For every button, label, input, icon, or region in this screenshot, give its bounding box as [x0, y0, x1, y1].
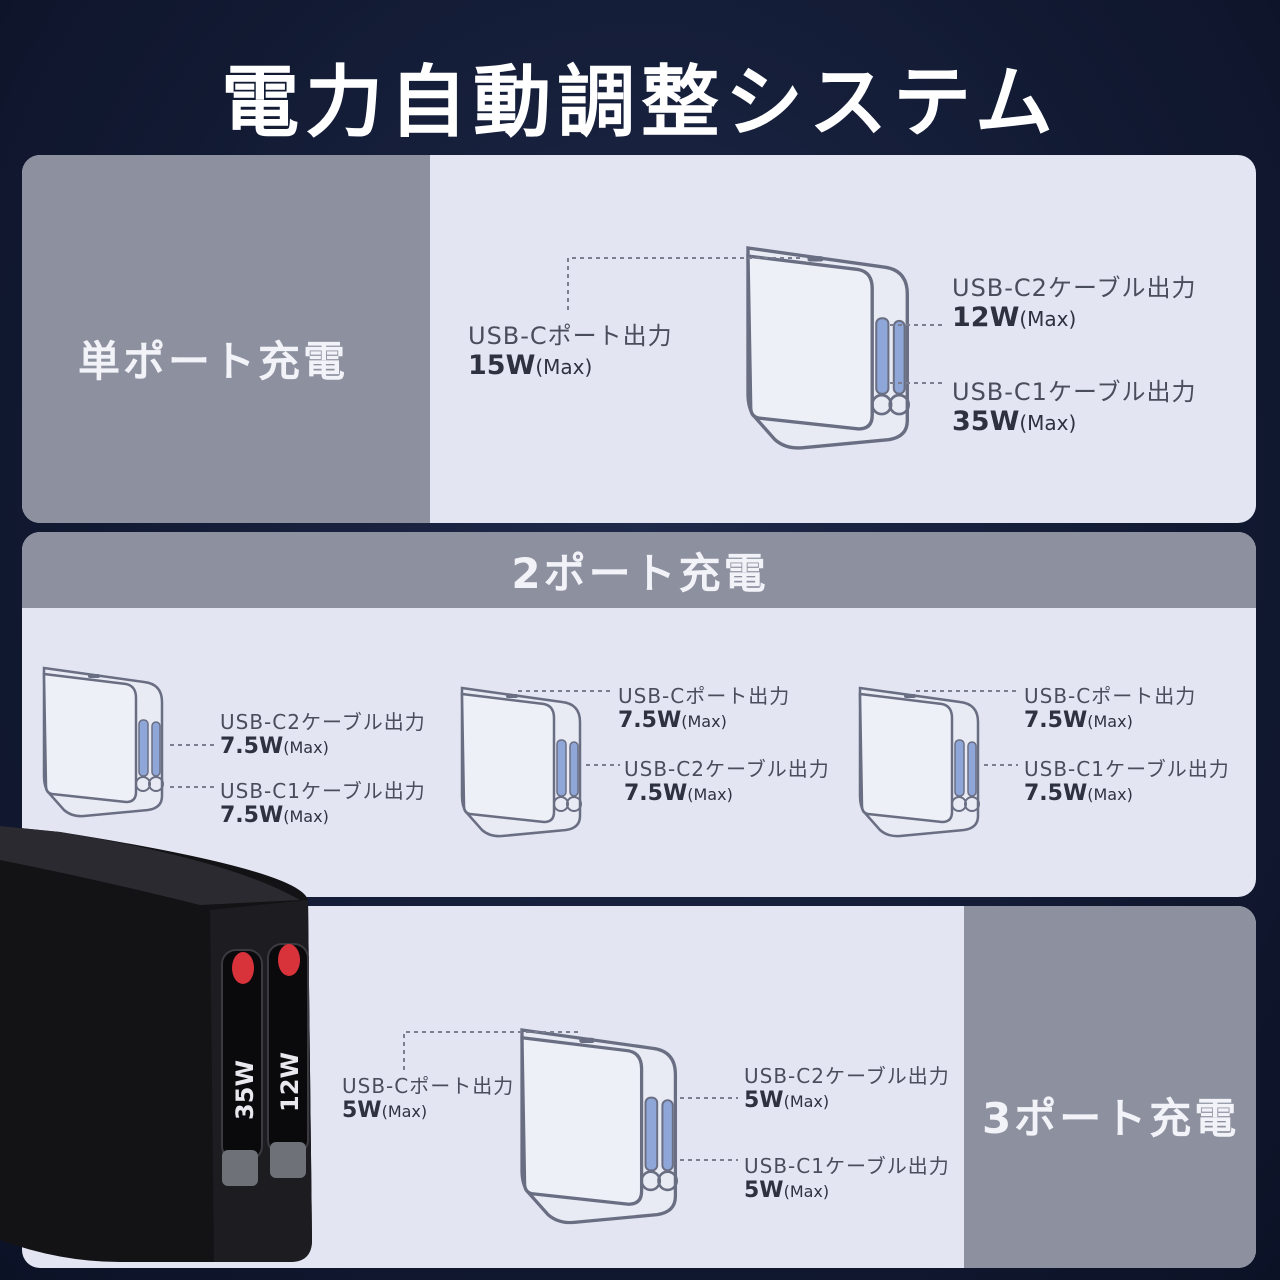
- three-usb-c2-port-label: USB-C2ケーブル出力: [744, 1064, 950, 1088]
- combo2-port-b-label: USB-C2ケーブル出力: [624, 757, 830, 781]
- combo1-port-b-label: USB-C1ケーブル出力: [220, 779, 426, 803]
- combo2-port-a-watt: 7.5W(Max): [618, 708, 727, 733]
- two-port-mode-label: 2ポート充電: [511, 549, 769, 598]
- combo3-port-b-label: USB-C1ケーブル出力: [1024, 757, 1230, 781]
- single-port-mode-label: 単ポート充電: [78, 337, 349, 386]
- three-usb-c2-watt: 5W(Max): [744, 1088, 830, 1113]
- single-port-label-area: [22, 155, 430, 523]
- three-usb-c1-port-label: USB-C1ケーブル出力: [744, 1154, 950, 1178]
- combo3-port-a-label: USB-Cポート出力: [1024, 684, 1197, 708]
- product-label-35w: 35W: [231, 1060, 259, 1120]
- two-port-charger-icon-1: [42, 666, 165, 818]
- two-port-charger-icon-2: [460, 686, 583, 838]
- single-port-panel: [22, 155, 1256, 523]
- product-charger-image: 35W 12W: [0, 826, 312, 1262]
- product-label-12w: 12W: [276, 1052, 304, 1112]
- combo3-port-a-watt: 7.5W(Max): [1024, 708, 1133, 733]
- three-usb-c-port-label: USB-Cポート出力: [342, 1074, 515, 1098]
- three-port-label-area: [964, 906, 1256, 1268]
- single-usb-c-port-label: USB-Cポート出力: [468, 322, 673, 350]
- three-usb-c1-watt: 5W(Max): [744, 1178, 830, 1203]
- single-usb-c1-watt: 35W(Max): [952, 406, 1077, 437]
- three-port-charger-icon: [520, 1028, 679, 1225]
- single-port-charger-icon: [746, 246, 911, 450]
- page-title: 電力自動調整システム: [221, 58, 1059, 148]
- combo2-port-b-watt: 7.5W(Max): [624, 781, 733, 806]
- single-usb-c2-port-label: USB-C2ケーブル出力: [952, 274, 1197, 302]
- combo2-port-a-label: USB-Cポート出力: [618, 684, 791, 708]
- three-usb-c-watt: 5W(Max): [342, 1098, 428, 1123]
- combo1-port-b-watt: 7.5W(Max): [220, 803, 329, 828]
- combo1-port-a-label: USB-C2ケーブル出力: [220, 710, 426, 734]
- combo1-port-a-watt: 7.5W(Max): [220, 734, 329, 759]
- two-port-charger-icon-3: [858, 686, 981, 838]
- two-port-header: [22, 532, 1256, 608]
- single-usb-c-watt: 15W(Max): [468, 350, 593, 381]
- single-usb-c2-watt: 12W(Max): [952, 302, 1077, 333]
- three-port-mode-label: 3ポート充電: [982, 1094, 1240, 1143]
- single-usb-c1-port-label: USB-C1ケーブル出力: [952, 378, 1197, 406]
- combo3-port-b-watt: 7.5W(Max): [1024, 781, 1133, 806]
- two-port-panel: [22, 532, 1256, 897]
